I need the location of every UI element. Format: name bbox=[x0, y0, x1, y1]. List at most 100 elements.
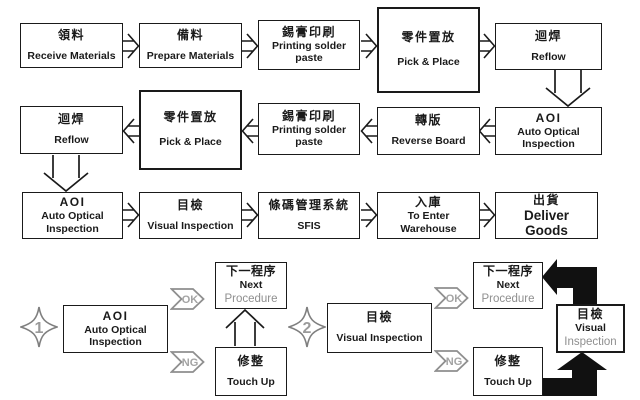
box-label-en-gray: Inspection bbox=[564, 335, 617, 348]
box-label-en: Visual Inspection bbox=[147, 219, 234, 232]
box-label-en: Printing solder paste bbox=[271, 123, 347, 149]
box-label-zh: AOI bbox=[59, 195, 86, 209]
box-label-zh: 出貨 bbox=[532, 192, 560, 207]
box-label-zh: 目檢 bbox=[365, 310, 393, 325]
box-label-zh: AOI bbox=[535, 110, 562, 125]
box-label-zh: 修整 bbox=[494, 353, 522, 368]
flow-box-visual-inspection: 目檢 Visual Inspection bbox=[139, 192, 242, 239]
flow-box-prepare-materials: 備料 Prepare Materials bbox=[139, 23, 242, 68]
box-label-en: Printing solder paste bbox=[271, 39, 347, 65]
box-label-zh: 迴焊 bbox=[534, 28, 562, 43]
loop-arrow-left-icon bbox=[542, 259, 597, 304]
arrow-right-icon bbox=[122, 33, 140, 59]
arrow-down-icon bbox=[545, 69, 591, 107]
arrow-right-icon bbox=[241, 33, 259, 59]
box-label-en: Next bbox=[496, 279, 520, 292]
flow-box-reverse-board: 轉版 Reverse Board bbox=[377, 107, 480, 155]
box-label-en: Next bbox=[239, 279, 263, 292]
detail2-next-procedure-box: 下一程序 Next Procedure bbox=[473, 262, 543, 309]
box-label-en: Reflow bbox=[54, 134, 89, 147]
box-label-zh: 領料 bbox=[57, 27, 85, 42]
box-label-en: Pick & Place bbox=[397, 56, 460, 69]
box-label-en: Reflow bbox=[531, 50, 566, 63]
arrow-right-icon bbox=[122, 202, 140, 228]
flow-box-sfis: 條碼管理系統 SFIS bbox=[258, 192, 360, 239]
box-label-en: Deliver Goods bbox=[523, 207, 570, 238]
box-label-zh: 下一程序 bbox=[482, 264, 533, 279]
box-label-en: To Enter Warehouse bbox=[400, 210, 457, 235]
flow-box-warehouse: 入庫 To Enter Warehouse bbox=[377, 192, 480, 239]
box-label-en: Touch Up bbox=[484, 375, 532, 388]
step-marker-number: 1 bbox=[35, 320, 44, 337]
detail2-touch-up-box: 修整 Touch Up bbox=[473, 347, 543, 396]
flow-box-receive-materials: 領料 Receive Materials bbox=[20, 23, 123, 68]
ng-chevron: NG bbox=[434, 350, 469, 372]
chevron-icon bbox=[170, 351, 205, 373]
box-label-en: Auto Optical Inspection bbox=[41, 210, 104, 235]
box-label-zh: AOI bbox=[102, 308, 129, 323]
ng-label: NG bbox=[446, 356, 463, 368]
arrow-left-icon bbox=[478, 118, 496, 144]
arrow-up-icon bbox=[225, 309, 265, 347]
detail1-touch-up-box: 修整 Touch Up bbox=[215, 347, 287, 396]
flow-box-solder-printing-1: 錫膏印刷 Printing solder paste bbox=[258, 20, 360, 70]
box-label-zh: 錫膏印刷 bbox=[281, 108, 336, 123]
star-icon bbox=[20, 306, 58, 348]
arrow-right-icon bbox=[478, 33, 496, 59]
box-label-en: Visual bbox=[575, 322, 606, 335]
box-label-en: Prepare Materials bbox=[146, 49, 235, 62]
box-label-zh: 備料 bbox=[176, 27, 204, 42]
flow-box-aoi-1: AOI Auto Optical Inspection bbox=[495, 107, 602, 155]
step-marker-number: 2 bbox=[303, 320, 312, 337]
chevron-icon bbox=[170, 288, 205, 310]
flow-box-pick-and-place-2: 零件置放 Pick & Place bbox=[139, 90, 242, 170]
star-icon bbox=[288, 306, 326, 348]
box-label-en: Reverse Board bbox=[391, 135, 466, 148]
ok-label: OK bbox=[446, 293, 463, 305]
box-label-en: Auto Optical Inspection bbox=[517, 125, 580, 151]
arrow-left-icon bbox=[360, 118, 378, 144]
detail2-recheck-visual-inspection-box: 目檢 Visual Inspection bbox=[556, 304, 625, 353]
box-label-zh: 目檢 bbox=[576, 307, 604, 322]
box-label-en: Pick & Place bbox=[159, 136, 222, 149]
box-label-en-gray: Procedure bbox=[481, 292, 535, 305]
box-label-en: Auto Optical Inspection bbox=[84, 323, 147, 349]
ng-chevron: NG bbox=[170, 351, 205, 373]
arrow-down-icon bbox=[43, 154, 89, 192]
arrow-right-icon bbox=[478, 202, 496, 228]
box-label-zh: 入庫 bbox=[414, 195, 442, 209]
box-label-zh: 零件置放 bbox=[401, 30, 456, 45]
box-label-zh: 轉版 bbox=[414, 113, 442, 128]
flow-box-reflow-2: 迴焊 Reflow bbox=[20, 106, 123, 154]
box-label-zh: 迴焊 bbox=[57, 112, 85, 127]
flow-box-solder-printing-2: 錫膏印刷 Printing solder paste bbox=[258, 103, 360, 155]
box-label-zh: 修整 bbox=[237, 353, 265, 368]
box-label-en-gray: Procedure bbox=[224, 292, 278, 305]
ok-chevron: OK bbox=[170, 288, 205, 310]
flow-box-deliver-goods: 出貨 Deliver Goods bbox=[495, 192, 598, 239]
arrow-right-icon bbox=[360, 33, 378, 59]
ok-chevron: OK bbox=[434, 287, 469, 309]
step-marker-2: 2 bbox=[288, 306, 326, 348]
ok-label: OK bbox=[182, 294, 199, 306]
step-marker-1: 1 bbox=[20, 306, 58, 348]
arrow-right-icon bbox=[241, 202, 259, 228]
box-label-en: SFIS bbox=[297, 219, 321, 232]
arrow-left-icon bbox=[122, 118, 140, 144]
box-label-en: Receive Materials bbox=[27, 49, 116, 62]
box-label-en: Touch Up bbox=[227, 375, 275, 388]
flow-box-reflow-1: 迴焊 Reflow bbox=[495, 23, 602, 70]
arrow-right-icon bbox=[360, 202, 378, 228]
ng-label: NG bbox=[182, 357, 199, 369]
box-label-zh: 下一程序 bbox=[225, 264, 276, 279]
chevron-icon bbox=[434, 287, 469, 309]
box-label-zh: 錫膏印刷 bbox=[281, 24, 336, 39]
box-label-en: Visual Inspection bbox=[336, 332, 423, 345]
flow-box-aoi-2: AOI Auto Optical Inspection bbox=[22, 192, 123, 239]
chevron-icon bbox=[434, 350, 469, 372]
box-label-zh: 條碼管理系統 bbox=[268, 197, 350, 212]
detail1-next-procedure-box: 下一程序 Next Procedure bbox=[215, 262, 287, 309]
flow-box-pick-and-place-1: 零件置放 Pick & Place bbox=[377, 7, 480, 93]
detail1-aoi-box: AOI Auto Optical Inspection bbox=[63, 305, 168, 353]
